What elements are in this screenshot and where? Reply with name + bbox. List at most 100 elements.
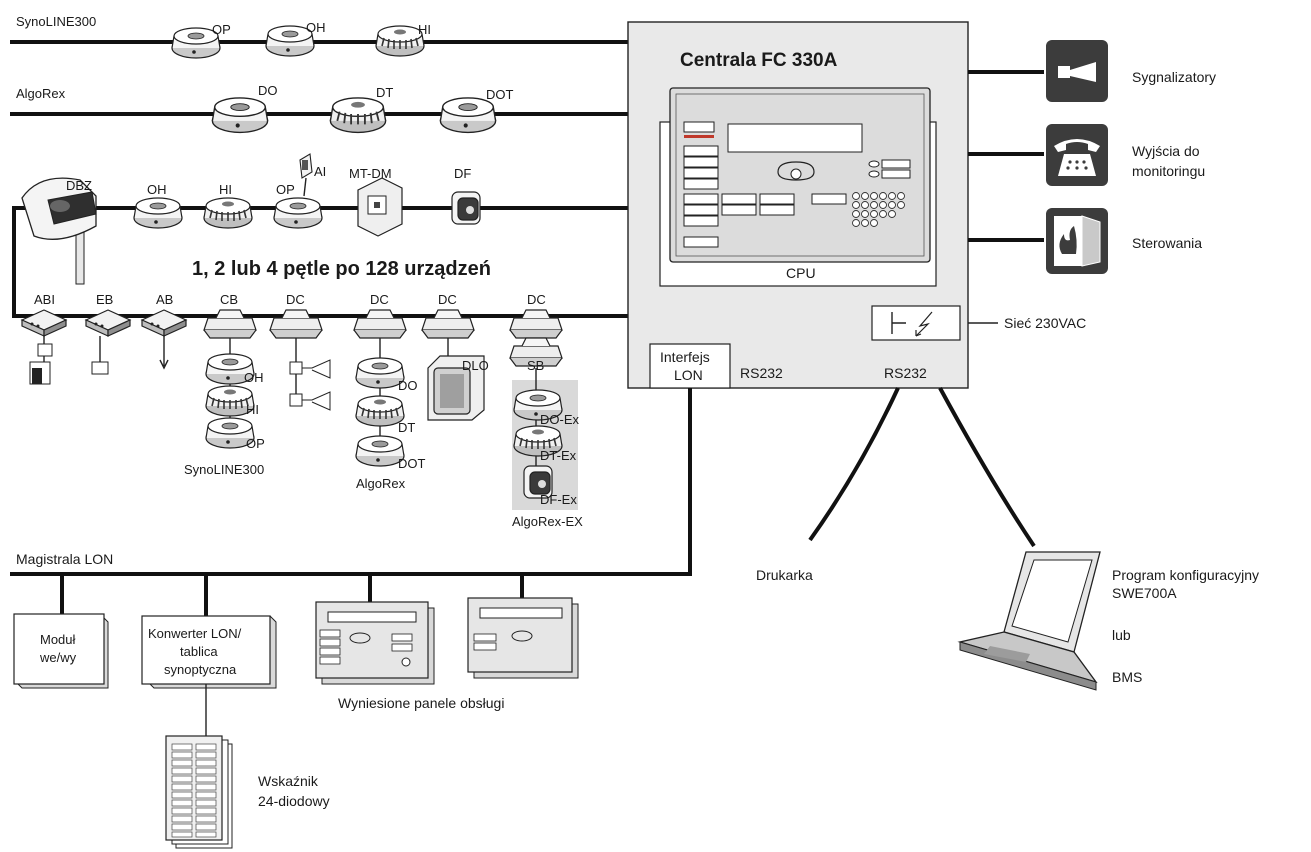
ab-module-icon [141,309,187,337]
fire-door-control-icon [1046,208,1108,274]
converter-label-1: Konwerter LON/ [148,626,242,641]
dlo-label: DLO [462,358,489,373]
loop-oh-detector-icon [133,197,183,229]
lon-bus-line [10,388,692,576]
io-module-label-2: we/wy [39,650,77,665]
synoline-hi-label: HI [418,22,431,37]
algorex-dot-detector-icon [439,97,497,134]
loops-caption: 1, 2 lub 4 pętle po 128 urządzeń [192,258,491,280]
sounders-label: Sygnalizatory [1132,69,1216,85]
ex-df-label: DF-Ex [540,492,577,507]
printer-cable [808,387,900,542]
algorex-dot-label: DOT [486,87,514,102]
loop-hi-label: HI [219,182,232,197]
panel-keypad [852,192,905,227]
detector-loop-line [12,206,630,318]
lon-interface-label-2: LON [674,367,703,383]
ai-label: AI [314,164,326,179]
cb-oh-label: OH [244,370,264,385]
df-label: DF [454,166,471,181]
or-label: lub [1112,627,1131,643]
mt-dm-manual-call-point-icon [357,177,403,237]
dc-dot-detector-icon [355,435,405,467]
loop-oh-label: OH [147,182,167,197]
rs232-label-b: RS232 [884,365,927,381]
algorex-do-label: DO [258,83,278,98]
synoline-bus-label: SynoLINE300 [16,14,96,29]
panel-left-keys [683,145,847,248]
telephone-monitoring-icon [1046,124,1108,186]
cb-op-label: OP [246,436,265,451]
abi-outputs [29,336,53,385]
dc-do-detector-icon [355,357,405,389]
algorex-dt-detector-icon [329,96,387,134]
loop-op-detector-icon [273,197,323,229]
df-flame-detector-icon [451,191,481,225]
dc4-label: DC [527,292,546,307]
synoline-oh-label: OH [306,20,326,35]
panel-lcd-display [727,123,863,153]
laptop-icon [957,551,1101,691]
rs232-label-a: RS232 [740,365,783,381]
ex-do-label: DO-Ex [540,412,580,427]
software-label-2: SWE700A [1112,585,1177,601]
ab-label: AB [156,292,173,307]
abi-label: ABI [34,292,55,307]
dc1-label: DC [286,292,305,307]
cpu-label: CPU [786,265,816,281]
synoline-hi-detector-icon [375,25,425,57]
dc1-sounders [289,338,331,411]
converter-label-2: tablica [180,644,218,659]
panel-reset-icon [777,161,815,181]
io-module-label-1: Moduł [40,632,76,647]
io-module-box [13,613,109,689]
cb-label: CB [220,292,238,307]
bms-label: BMS [1112,669,1142,685]
mt-dm-label: MT-DM [349,166,392,181]
dbz-label: DBZ [66,178,92,193]
lon-bus-label: Magistrala LON [16,551,113,567]
sb-label: SB [527,358,544,373]
remote-panels-label: Wyniesione panele obsługi [338,695,504,711]
laptop-cable [938,387,1036,548]
algorex-do-detector-icon [211,97,269,134]
lon-interface-label-1: Interfejs [660,349,710,365]
panel-status-leds [868,159,911,179]
dc-dt-detector-icon [355,395,405,427]
mains-label: Sieć 230VAC [1004,315,1086,331]
abi-module-icon [21,309,67,337]
ab-output-arrow [159,336,169,370]
cb-hi-label: HI [246,402,259,417]
remote-panel-2-icon [467,597,579,679]
lon-interface-box [649,343,731,389]
loop-hi-detector-icon [203,197,253,229]
dc3-label: DC [438,292,457,307]
sounder-icon [1046,40,1108,102]
lon-converter-box [141,615,277,689]
dc-dt-label: DT [398,420,415,435]
dc-do-label: DO [398,378,418,393]
algorex-bus-label: AlgoRex [16,86,66,101]
panel-title: Centrala FC 330A [680,50,838,71]
eb-module-icon [85,309,131,337]
dc-dot-label: DOT [398,456,426,471]
led-indicator-label-2: 24-diodowy [258,793,330,809]
dc2-label: DC [370,292,389,307]
software-label-1: Program konfiguracyjny [1112,567,1259,583]
cb-group-label: SynoLINE300 [184,462,264,477]
ai-module-icon [299,153,313,197]
ex-dt-label: DT-Ex [540,448,577,463]
synoline-op-label: OP [212,22,231,37]
ex-group-label: AlgoRex-EX [512,514,583,529]
dbz-beam-detector-icon [21,177,97,285]
converter-label-3: synoptyczna [164,662,237,677]
printer-label: Drukarka [756,567,813,583]
algorex-dt-label: DT [376,85,393,100]
dc-group-label: AlgoRex [356,476,406,491]
dlo-linear-detector-icon [427,338,485,421]
eb-label: EB [96,292,113,307]
monitoring-label-1: Wyjścia do [1132,143,1200,159]
mains-lightning-icon [891,311,933,337]
monitoring-label-2: monitoringu [1132,163,1205,179]
